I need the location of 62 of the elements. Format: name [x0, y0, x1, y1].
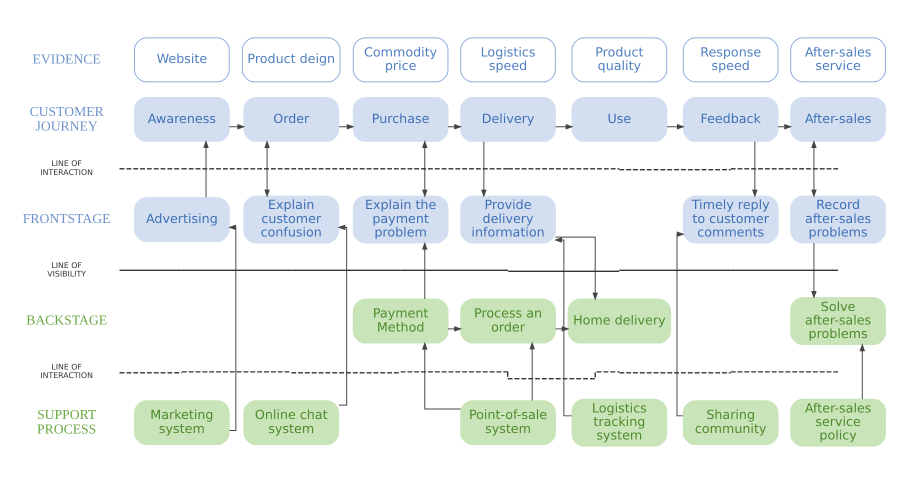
node-box: Feedback — [682, 96, 779, 142]
arrow — [422, 140, 428, 197]
arrow — [448, 124, 462, 129]
node-box: Explain customer confusion — [243, 195, 340, 243]
arrow — [529, 341, 535, 401]
label: BACKSTAGE — [26, 312, 108, 328]
node-box: Process an order — [460, 298, 556, 344]
node-box: Use — [572, 96, 668, 142]
arrow — [422, 241, 428, 300]
arrow — [448, 326, 462, 332]
arrow — [752, 140, 758, 197]
arrow — [860, 342, 865, 400]
label: EVIDENCE — [32, 50, 101, 66]
label: LINE OF VISIBILITY — [47, 260, 86, 278]
arrow — [338, 124, 355, 129]
arrow — [555, 124, 574, 129]
arrow — [666, 124, 685, 129]
node-box: After-sales — [790, 96, 886, 142]
node-box: Marketing system — [134, 400, 230, 445]
node-box: Product deign — [242, 36, 341, 82]
node-box: Online chat system — [243, 400, 340, 445]
arrow — [554, 236, 572, 416]
node-box: Logistics speed — [460, 36, 556, 82]
node-box: Order — [243, 96, 340, 142]
node-box: Timely reply to customer comments — [682, 195, 779, 243]
node-box: Home delivery — [568, 298, 672, 344]
arrow — [555, 326, 570, 332]
arrow — [481, 140, 487, 197]
node-box: Advertising — [134, 196, 230, 242]
node-box: Awareness — [134, 96, 230, 142]
arrow — [228, 224, 236, 430]
node-box: Point-of-sale system — [460, 400, 556, 445]
node-box: Logistics tracking system — [572, 398, 668, 446]
node-box: Purchase — [352, 96, 448, 142]
arrow — [676, 230, 685, 416]
arrow — [229, 124, 246, 129]
node-box: Payment Method — [352, 298, 448, 344]
arrow — [811, 242, 817, 298]
label: LINE OF INTERACTION — [40, 158, 93, 177]
node-box: Response speed — [682, 36, 779, 82]
label: SUPPORT PROCESS — [37, 406, 96, 436]
arrow — [811, 140, 817, 197]
node-box: Delivery — [460, 96, 556, 142]
arrow — [203, 140, 209, 198]
node-box: Commodity price — [352, 36, 448, 82]
arrow — [554, 236, 598, 300]
node-box: Solve after-sales problems — [790, 296, 886, 345]
label: FRONTSTAGE — [22, 210, 110, 226]
node-box: Sharing community — [682, 400, 779, 445]
node-box: After-sales service policy — [790, 398, 886, 446]
arrow — [422, 341, 462, 409]
arrow — [337, 224, 348, 406]
node-box: Provide delivery information — [460, 195, 556, 243]
node-box: Product quality — [572, 36, 668, 82]
arrow — [778, 124, 792, 129]
label: CUSTOMER JOURNEY — [30, 103, 104, 133]
label: LINE OF INTERACTION — [40, 362, 93, 380]
node-box: Explain the payment problem — [352, 195, 448, 243]
node-box: Website — [134, 36, 230, 82]
arrow — [264, 140, 270, 197]
node-box: After-sales service — [790, 36, 886, 82]
node-box: Record after-sales problems — [790, 195, 886, 243]
